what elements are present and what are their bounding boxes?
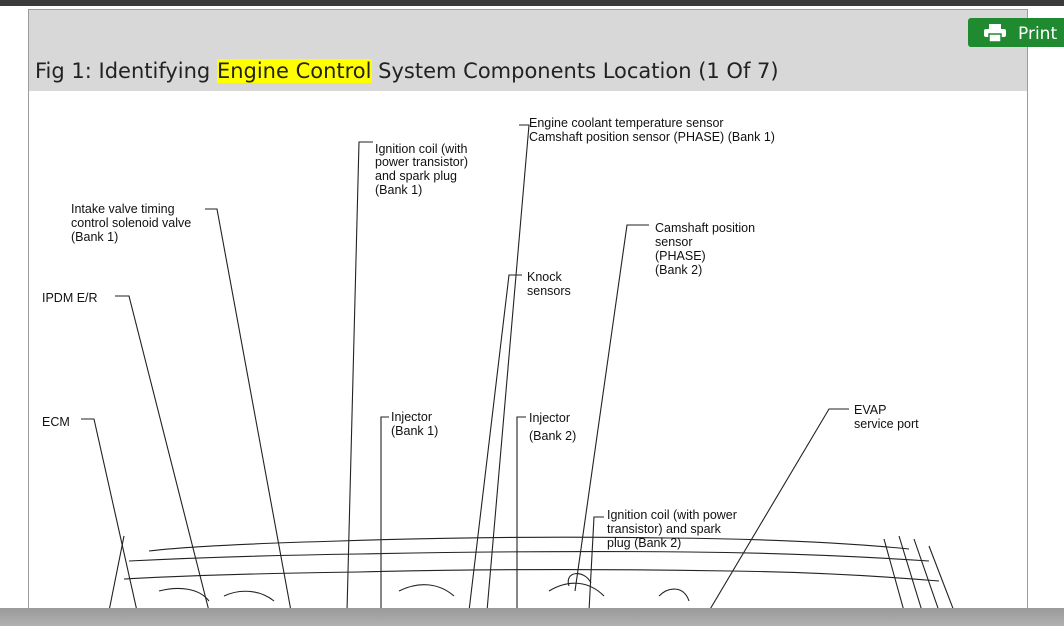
print-button-label: Print xyxy=(1018,24,1058,44)
printer-icon xyxy=(984,24,1006,42)
component-labels: Engine coolant temperature sensor Camsha… xyxy=(42,116,919,550)
label-ign-coil-b1: (Bank 1) xyxy=(375,183,422,197)
engine-edge xyxy=(128,551,930,562)
label-coolant-sensor: Engine coolant temperature sensor xyxy=(529,116,724,130)
leader-evap xyxy=(710,408,849,608)
leader-inj-b1 xyxy=(380,416,389,608)
engine-edge xyxy=(883,538,904,608)
engine-edge xyxy=(148,536,910,552)
leader-ign-coil-b1 xyxy=(346,141,373,608)
caption-prefix: Fig 1: Identifying xyxy=(35,59,217,83)
engine-edge xyxy=(109,535,125,608)
label-injector-b1: (Bank 1) xyxy=(391,424,438,438)
leader-inj-b2 xyxy=(516,416,526,608)
caption-bar: Fig 1: Identifying Engine Control System… xyxy=(29,10,1027,91)
label-ipdm: IPDM E/R xyxy=(42,291,98,305)
engine-edge xyxy=(898,535,922,608)
leader-intake-valve xyxy=(205,208,292,608)
engine-edge xyxy=(658,588,690,602)
label-ign-coil-b2: Ignition coil (with power xyxy=(607,508,737,522)
label-cam-sensor-b2: Camshaft position xyxy=(655,221,755,235)
engine-outline xyxy=(109,535,954,608)
caption-highlight: Engine Control xyxy=(216,59,372,83)
label-intake-valve: Intake valve timing xyxy=(71,202,175,216)
engine-edge xyxy=(548,582,605,597)
label-ecm: ECM xyxy=(42,415,70,429)
engine-edge xyxy=(123,569,940,582)
label-ign-coil-b2: plug (Bank 2) xyxy=(607,536,681,550)
figure-caption: Fig 1: Identifying Engine Control System… xyxy=(35,59,779,83)
label-ign-coil-b1: and spark plug xyxy=(375,169,457,183)
label-evap: service port xyxy=(854,417,919,431)
label-cam-sensor-b2: (Bank 2) xyxy=(655,263,702,277)
label-injector-b1: Injector xyxy=(391,410,432,424)
top-bar xyxy=(0,0,1064,6)
engine-edge xyxy=(567,573,592,587)
leader-coolant xyxy=(486,124,530,608)
label-cam-sensor-b2: (PHASE) xyxy=(655,249,706,263)
label-intake-valve: (Bank 1) xyxy=(71,230,118,244)
label-ign-coil-b1: Ignition coil (with xyxy=(375,142,467,156)
engine-diagram: Engine coolant temperature sensor Camsha… xyxy=(42,116,954,608)
caption-suffix: System Components Location (1 Of 7) xyxy=(371,59,779,83)
leader-ecm xyxy=(81,418,137,608)
engine-edge xyxy=(158,587,210,602)
label-knock-sensors: sensors xyxy=(527,284,571,298)
leader-lines xyxy=(81,124,849,608)
label-intake-valve: control solenoid valve xyxy=(71,216,191,230)
engine-edge xyxy=(928,545,954,608)
print-button[interactable]: Print xyxy=(968,18,1064,47)
bottom-scroll-strip xyxy=(0,608,1064,626)
leader-knock xyxy=(468,274,522,608)
engine-edge xyxy=(913,538,939,608)
figure-panel: Fig 1: Identifying Engine Control System… xyxy=(28,9,1028,609)
label-ign-coil-b1: power transistor) xyxy=(375,155,468,169)
engine-edge xyxy=(398,584,455,597)
engine-edge xyxy=(223,590,275,602)
label-cam-sensor-b2: sensor xyxy=(655,235,693,249)
leader-ipdm xyxy=(115,295,209,608)
label-injector-b2: (Bank 2) xyxy=(529,429,576,443)
label-evap: EVAP xyxy=(854,403,886,417)
leader-cam-b2 xyxy=(574,224,649,592)
leader-ign-coil-b2 xyxy=(588,516,604,608)
label-knock-sensors: Knock xyxy=(527,270,562,284)
label-ign-coil-b2: transistor) and spark xyxy=(607,522,722,536)
label-injector-b2: Injector xyxy=(529,411,570,425)
label-cam-sensor-b1: Camshaft position sensor (PHASE) (Bank 1… xyxy=(529,130,775,144)
